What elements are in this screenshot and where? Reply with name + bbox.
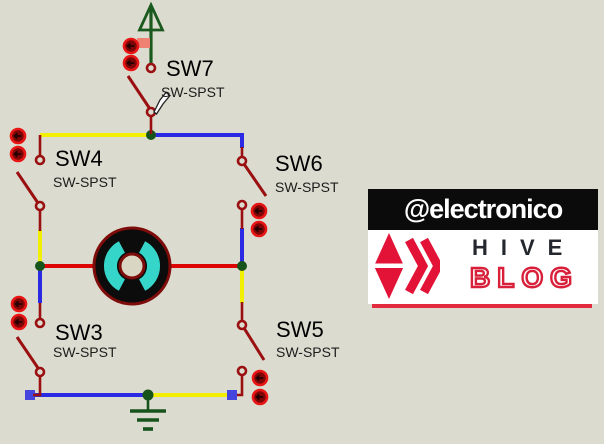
- logo-handle-text: @electronico: [403, 194, 563, 224]
- wire-end-square-right: [227, 390, 237, 400]
- sw4-toggle-button-1[interactable]: [9, 127, 27, 145]
- sw6-lever[interactable]: [242, 163, 268, 197]
- logo-white-band: HIVE BLOG: [368, 230, 598, 304]
- hive-logo-icon: [374, 233, 440, 299]
- sw4-lever[interactable]: [15, 171, 40, 204]
- switch-sw5[interactable]: [236, 302, 266, 397]
- sw3-terminal-bottom: [34, 366, 46, 378]
- power-arrow-icon: [137, 1, 165, 63]
- switch-sw7[interactable]: [126, 62, 157, 134]
- sw5-lever[interactable]: [242, 327, 266, 361]
- dc-motor: [92, 226, 172, 306]
- sw6-terminal-top: [236, 155, 248, 167]
- wire-end-square-left: [25, 390, 35, 400]
- label-sw3: SW3: [55, 320, 103, 345]
- switch-sw3[interactable]: [15, 303, 46, 397]
- label-sw5: SW5: [276, 317, 324, 342]
- sw5-terminal-top: [236, 319, 248, 331]
- sw4-terminal-bottom: [34, 200, 46, 212]
- junction-left: [35, 261, 45, 271]
- junction-right: [237, 261, 247, 271]
- sw7-toggle-button-1[interactable]: [122, 37, 140, 55]
- label-sw6: SW6: [275, 151, 323, 176]
- label-sw5-type: SW-SPST: [276, 344, 340, 360]
- logo-hive-text: HIVE: [472, 235, 576, 260]
- sw7-lever[interactable]: [126, 75, 152, 110]
- sw7-toggle-button-2[interactable]: [122, 54, 140, 72]
- sw6-terminal-bottom: [236, 199, 248, 211]
- sw5-terminal-bottom: [236, 365, 248, 377]
- sw6-toggle-button-1[interactable]: [250, 202, 268, 220]
- junction-top: [146, 130, 156, 140]
- sw5-toggle-button-2[interactable]: [251, 388, 269, 406]
- label-sw7: SW7: [166, 56, 214, 81]
- label-sw3-type: SW-SPST: [53, 344, 117, 360]
- watermark-logo: @electronico HIVE BLOG: [368, 189, 598, 308]
- sw3-lever[interactable]: [15, 336, 40, 369]
- label-sw6-type: SW-SPST: [275, 179, 339, 195]
- sw3-terminal-top: [34, 317, 46, 329]
- switch-sw6[interactable]: [236, 147, 268, 229]
- sw5-toggle-button-1[interactable]: [251, 369, 269, 387]
- label-sw4-type: SW-SPST: [53, 174, 117, 190]
- sw6-toggle-button-2[interactable]: [250, 220, 268, 238]
- logo-black-band: @electronico: [368, 189, 598, 230]
- sw7-terminal-top: [145, 62, 157, 74]
- sw4-terminal-top: [34, 154, 46, 166]
- sw3-toggle-button-2[interactable]: [10, 313, 28, 331]
- label-sw4: SW4: [55, 146, 103, 171]
- wire-blue-top: [151, 133, 244, 148]
- cursor-pen-icon: [153, 91, 171, 115]
- logo-blog-text: BLOG: [469, 261, 579, 294]
- junction-ground: [142, 389, 154, 401]
- switch-sw4[interactable]: [15, 135, 46, 231]
- sw4-toggle-button-2[interactable]: [9, 145, 27, 163]
- sw7-actuator-highlight: [137, 38, 150, 48]
- label-sw7-type: SW-SPST: [161, 84, 225, 100]
- sw3-toggle-button-1[interactable]: [10, 295, 28, 313]
- logo-red-strip: [372, 304, 592, 308]
